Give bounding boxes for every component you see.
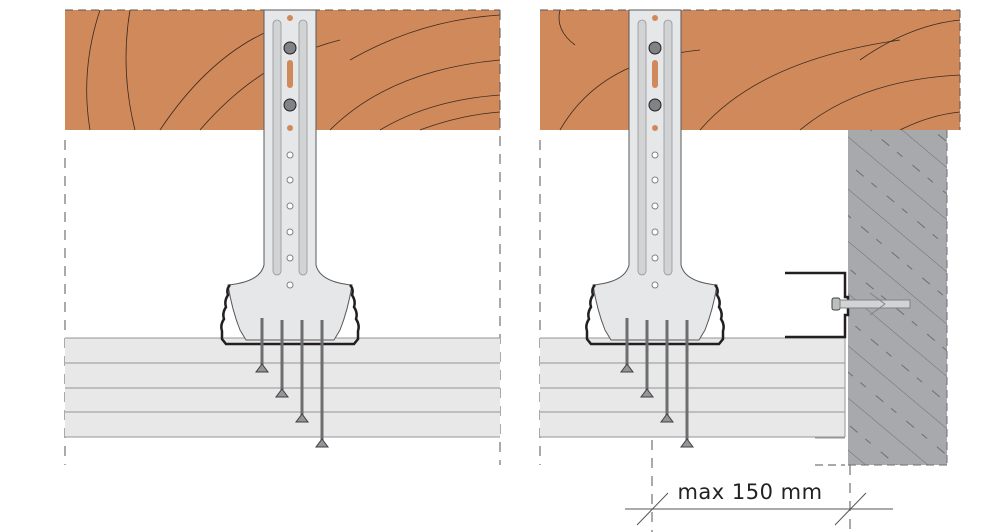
dimension-line	[625, 440, 893, 532]
plasterboard-layers	[540, 337, 846, 438]
timber-joist	[540, 10, 960, 130]
left-detail	[64, 8, 501, 465]
wall-anchor	[831, 292, 911, 316]
right-detail	[539, 8, 961, 466]
dimension-label: max 150 mm	[677, 480, 823, 504]
